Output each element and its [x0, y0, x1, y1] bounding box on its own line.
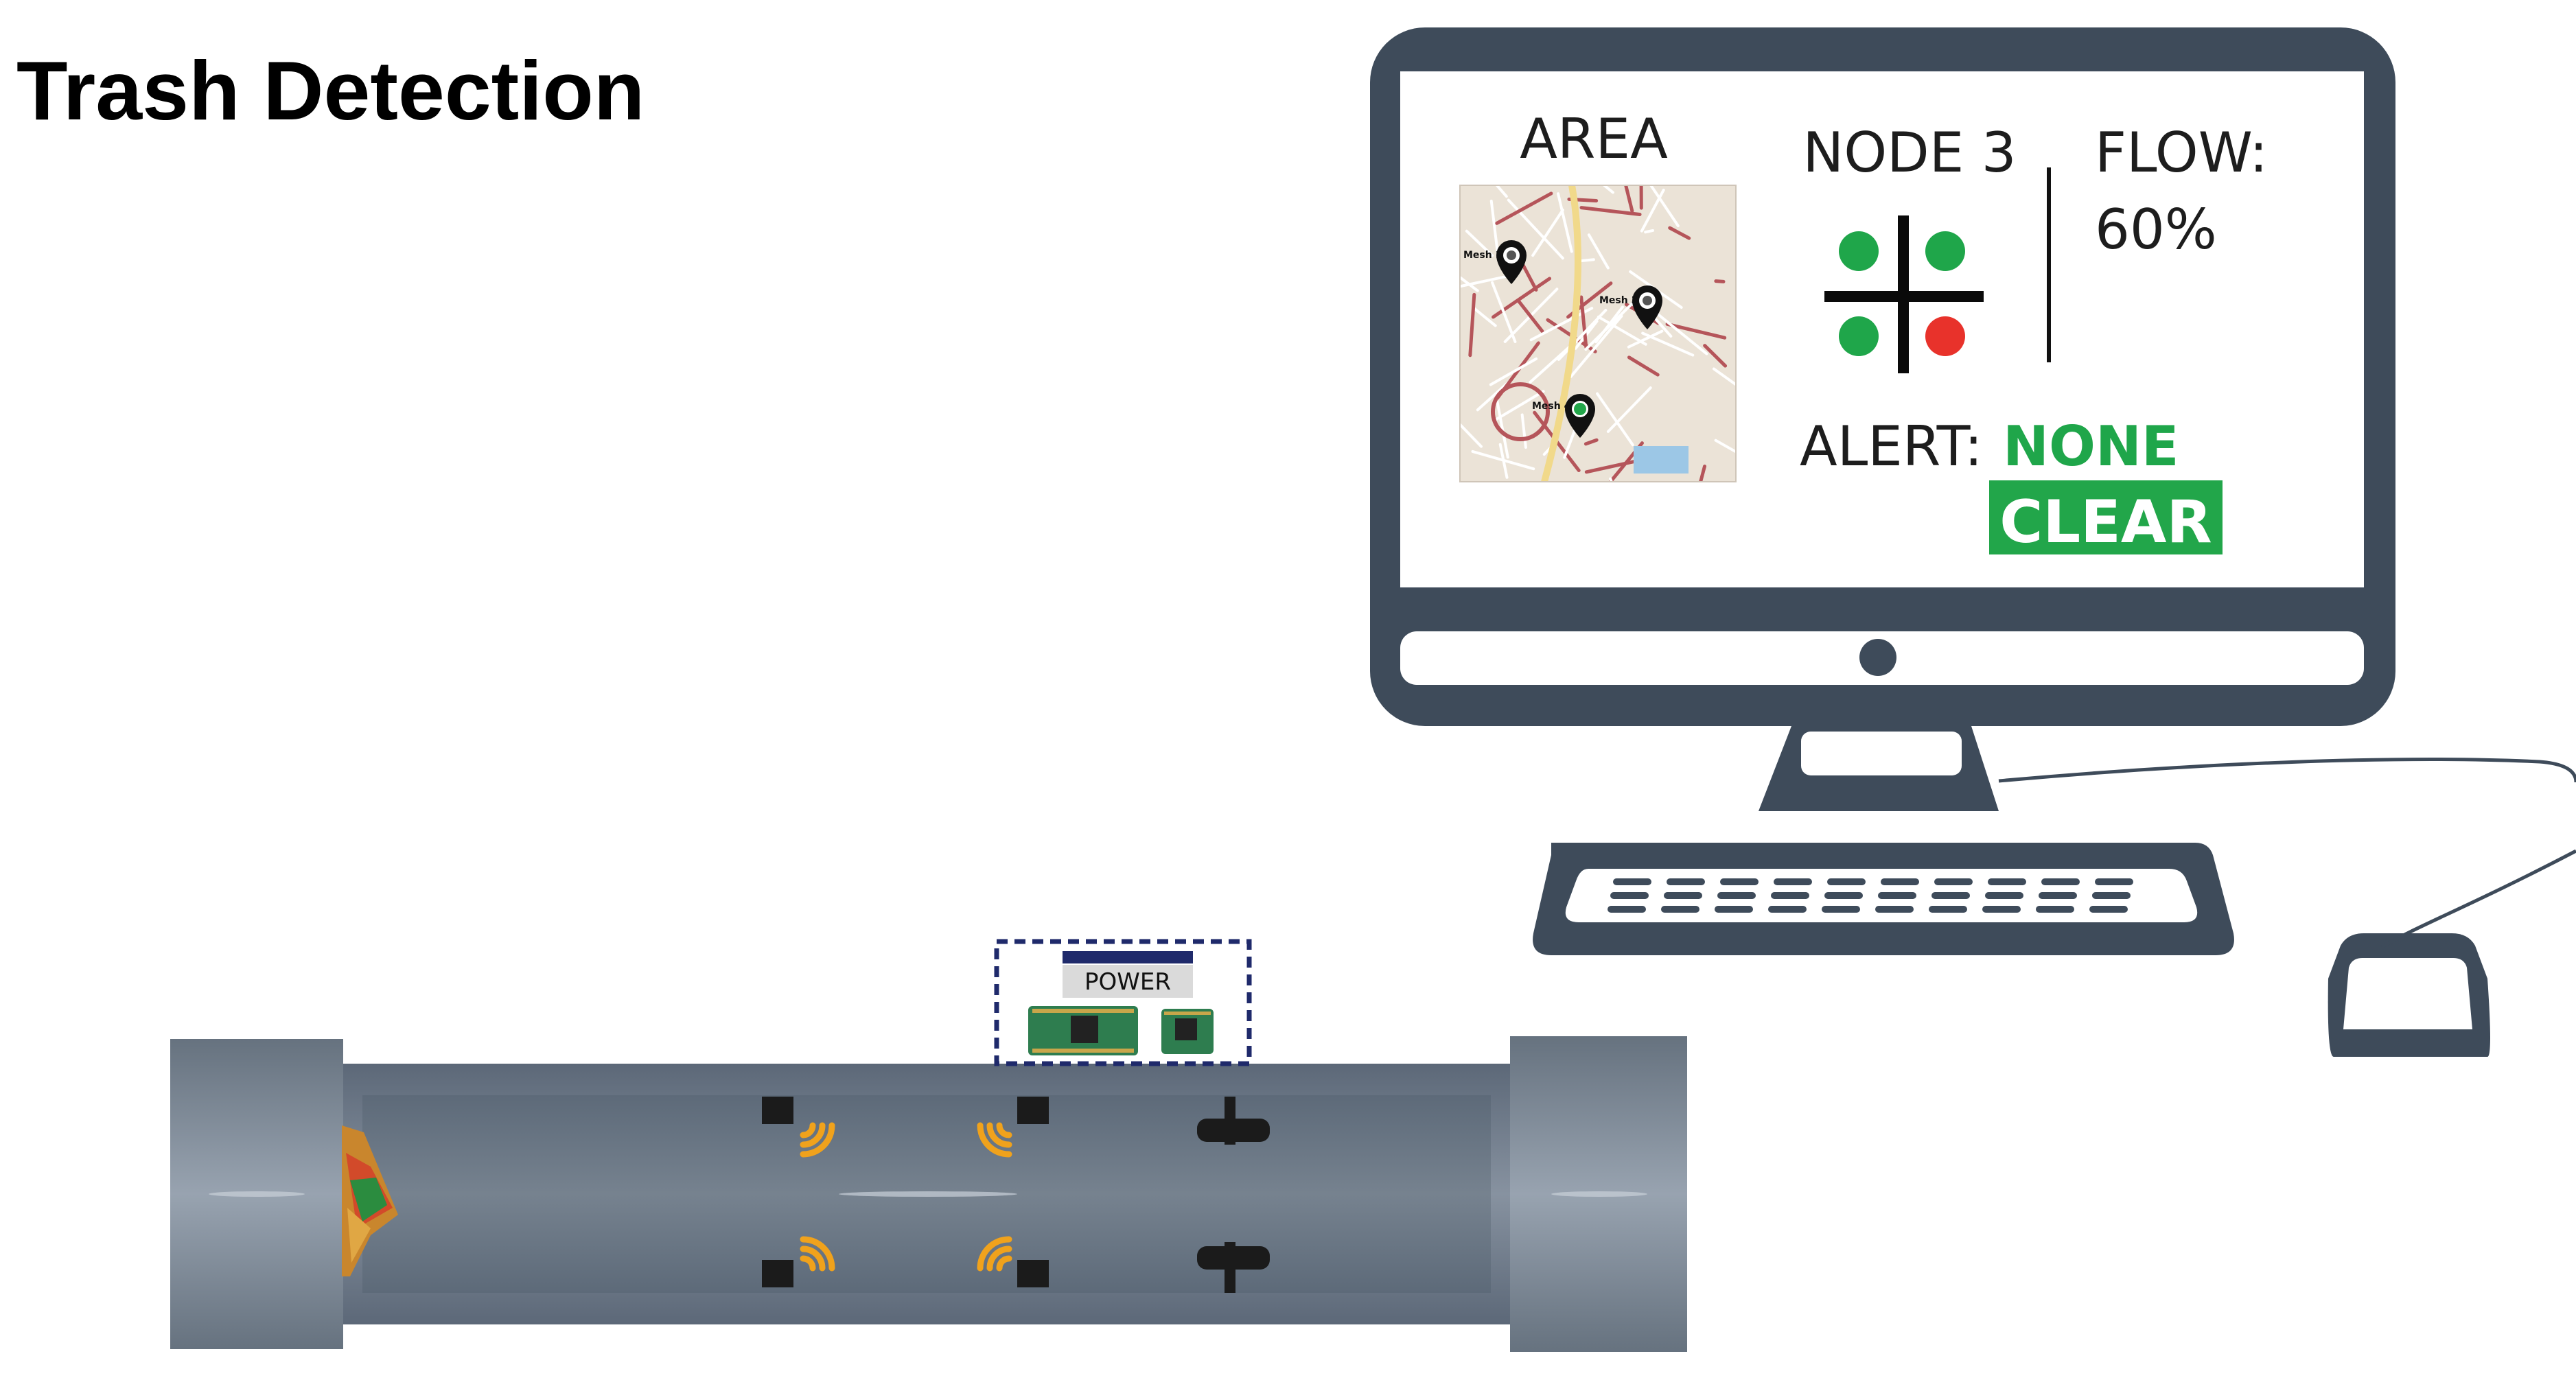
keyboard-key [2092, 892, 2131, 899]
power-module-outline [994, 939, 1252, 1066]
sensor-block [1017, 1097, 1049, 1124]
node-light-bottom-left [1839, 316, 1879, 356]
monitor-stand-gap [1801, 732, 1962, 775]
keyboard-key [1667, 878, 1705, 885]
keyboard-key [2095, 878, 2133, 885]
monitor-cable [1998, 757, 2576, 783]
probe-head [1197, 1119, 1270, 1142]
flow-value: 60% [2095, 198, 2217, 261]
area-map[interactable]: Mesh 1 Mesh 3 Mesh 4 [1430, 137, 1750, 522]
pipe [170, 1036, 1687, 1352]
keyboard-key [1982, 906, 2021, 913]
alert-value: NONE [2003, 414, 2179, 478]
signal-waves-icon [977, 1236, 1012, 1272]
keyboard-key [2089, 906, 2128, 913]
sensor-block [762, 1097, 793, 1124]
keyboard-key [1715, 906, 1753, 913]
keyboard-key [1985, 892, 2023, 899]
node-label: NODE 3 [1802, 121, 2016, 185]
keyboard-key [1717, 892, 1756, 899]
map-pin-icon[interactable] [1496, 240, 1527, 284]
keyboard-key [2036, 906, 2074, 913]
keyboard-key [1824, 892, 1863, 899]
keyboard-key [1771, 892, 1809, 899]
power-module: POWER [994, 939, 1252, 1066]
keyboard-key [1613, 878, 1651, 885]
keyboard-key [1929, 906, 1967, 913]
dashboard: AREA Mesh 1 Mesh 3 M [1430, 107, 2268, 557]
keyboard-key [1827, 878, 1866, 885]
keyboard-key [1720, 878, 1759, 885]
keyboard-key [1610, 892, 1649, 899]
clear-button-label: CLEAR [1999, 488, 2212, 557]
probe-head [1197, 1246, 1270, 1270]
keyboard [1533, 843, 2234, 955]
page-title: Trash Detection [16, 44, 645, 137]
microcontroller-board-icon [1028, 1006, 1138, 1055]
keyboard-key [1608, 906, 1646, 913]
keyboard-key [1661, 906, 1699, 913]
keyboard-key [1931, 892, 1970, 899]
power-module-bar [1063, 951, 1193, 963]
map-marker-label: Mesh 1 [1463, 250, 1502, 261]
keyboard-key [1664, 892, 1702, 899]
keyboard-key [1822, 906, 1860, 913]
sensor-block [1017, 1260, 1049, 1287]
map-pin-icon[interactable] [1632, 285, 1662, 329]
map-pin-icon[interactable] [1565, 394, 1595, 438]
area-label: AREA [1520, 107, 1668, 171]
power-led [1859, 639, 1896, 676]
divider [2047, 167, 2051, 362]
power-label: POWER [1084, 968, 1171, 996]
map-marker-label: Mesh 4 [1532, 401, 1571, 412]
keyboard-key [2039, 892, 2077, 899]
alert-label: ALERT: [1800, 414, 1983, 478]
keyboard-key [1878, 892, 1916, 899]
keyboard-key [1774, 878, 1812, 885]
sensor-block [762, 1260, 793, 1287]
signal-waves-icon [977, 1122, 1012, 1158]
clear-button[interactable]: CLEAR [1989, 480, 2223, 557]
mouse-cable [2380, 849, 2576, 949]
signal-waves-icon [800, 1122, 835, 1158]
node-light-top-left [1839, 231, 1879, 271]
flow-label: FLOW: [2095, 121, 2268, 185]
map-marker-label: Mesh 3 [1599, 295, 1638, 306]
node-light-top-right [1925, 231, 1965, 271]
keyboard-key [1875, 906, 1914, 913]
node-light-bottom-right [1925, 316, 1965, 356]
keyboard-key [1934, 878, 1973, 885]
keyboard-key [1988, 878, 2026, 885]
node-status-cross [1824, 215, 1984, 373]
trash-item [342, 1125, 398, 1276]
power-label-box [1063, 965, 1193, 998]
keyboard-key [2041, 878, 2080, 885]
mouse [2328, 933, 2490, 1057]
keyboard-key [1768, 906, 1807, 913]
keyboard-key [1881, 878, 1919, 885]
sensor-group [762, 1097, 1270, 1293]
signal-waves-icon [800, 1236, 835, 1272]
sensor-board-icon [1161, 1009, 1214, 1054]
